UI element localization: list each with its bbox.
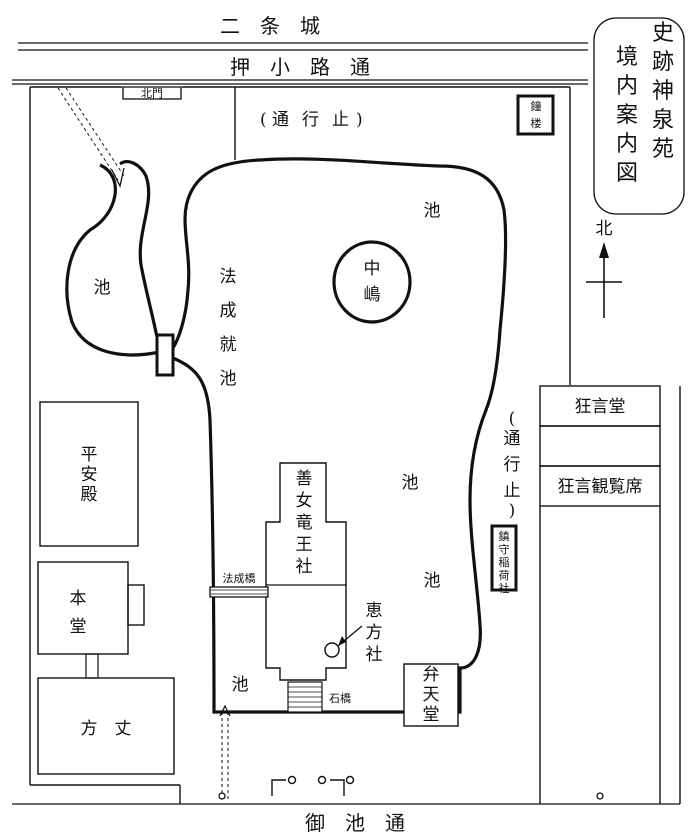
- ehou-3: 社: [366, 645, 383, 665]
- hojoju-1: 法: [220, 267, 237, 287]
- island-label-1: 中: [364, 259, 381, 279]
- closed-right-1: 通: [504, 429, 521, 449]
- hojoju-bridge: [209, 586, 269, 598]
- island-label-2: 嶋: [364, 285, 381, 305]
- inari-2: 守: [499, 542, 510, 556]
- stone-bridge: [287, 681, 323, 713]
- ehou-1: 恵: [366, 601, 383, 621]
- main-hall-annex: [127, 584, 145, 626]
- hondou-1: 本: [70, 589, 87, 609]
- north-arrow: 北: [586, 219, 622, 318]
- inari-shrine: [490, 524, 518, 592]
- title-line-2: 境内案内図: [616, 45, 640, 186]
- stone-bridge-label: 石橋: [329, 691, 351, 705]
- main-pond-hojoju: [171, 157, 508, 714]
- oike-street-label: 御 池 通: [305, 811, 405, 835]
- pond-label-se: 池: [424, 571, 441, 591]
- north-label: 北: [596, 219, 613, 239]
- closed-top-1: 通: [272, 110, 289, 130]
- hojo-label: 方 丈: [81, 719, 132, 739]
- kyogen-hall-label: 狂言堂: [575, 397, 626, 417]
- central-island: [332, 240, 412, 324]
- zennyo-5: 社: [296, 557, 313, 577]
- hojo: [37, 677, 175, 775]
- north-arrow-head: [599, 242, 609, 258]
- hojoju-4: 池: [220, 369, 237, 389]
- closed-top-2: 行: [302, 110, 319, 130]
- street-lines: [12, 42, 680, 805]
- entrance-arrow-top-head: [111, 167, 125, 188]
- oshikoji-street-label: 押 小 路 通: [230, 55, 370, 79]
- zennyo-3: 竜: [296, 513, 313, 533]
- inari-4: 荷: [499, 569, 510, 582]
- closed-top-label: ( 通 行 止 ): [260, 110, 363, 130]
- closed-top-close: ): [356, 110, 363, 130]
- closed-right-2: 行: [504, 455, 521, 475]
- heian-den: [39, 401, 139, 547]
- closed-top-open: (: [260, 110, 267, 130]
- bell-tower: [516, 94, 555, 136]
- ehou-2: 方: [366, 623, 383, 643]
- zennyo-ryuo-label: 善 女 竜 王 社: [296, 469, 313, 577]
- zennyo-ryuo-shrine: [265, 462, 347, 681]
- benten-3: 堂: [423, 705, 440, 725]
- closed-right-box: [488, 408, 534, 520]
- entrance-arrow-bottom: [221, 712, 229, 800]
- inari-3: 稲: [499, 556, 510, 569]
- closed-right-open: (: [509, 409, 516, 429]
- bell-tower-label-2: 楼: [531, 116, 542, 130]
- hojoju-pond-label: 法 成 就 池: [220, 267, 237, 389]
- hojoju-3: 就: [220, 335, 237, 355]
- closed-right-3: 止: [504, 481, 521, 501]
- corner-post-left: [218, 792, 226, 800]
- pond-label-center: 池: [402, 473, 419, 493]
- zennyo-1: 善: [296, 469, 313, 489]
- closed-top-3: 止: [332, 110, 349, 130]
- benten-hall: [403, 663, 459, 727]
- title-text: 史跡神泉苑 境内案内図: [616, 21, 676, 186]
- south-gate: [271, 775, 355, 796]
- hojoju-bridge-label: 法成橋: [223, 571, 256, 585]
- nijo-castle-label: 二 条 城: [220, 14, 320, 38]
- ehou-shrine-marker: [324, 642, 340, 658]
- sluice-gate: [155, 333, 175, 377]
- heian-3: 殿: [81, 485, 98, 505]
- main-hall-label: 本 堂: [70, 589, 87, 637]
- zennyo-2: 女: [296, 491, 313, 511]
- inari-1: 鎮: [499, 529, 510, 543]
- inari-5: 社: [499, 581, 510, 595]
- corridor: [85, 653, 99, 679]
- precinct-boundary: [29, 86, 571, 804]
- pond-label-ne: 池: [424, 201, 441, 221]
- west-pond-label: 池: [94, 278, 111, 298]
- north-gate: [122, 86, 182, 100]
- inari-shrine-label: 鎮 守 稲 荷 社: [499, 529, 510, 595]
- north-gate-label: 北門: [141, 87, 163, 100]
- kyogen-seats-label: 狂言観覧席: [558, 477, 643, 497]
- bell-tower-label-1: 鐘: [531, 99, 542, 113]
- corner-post-right: [596, 792, 604, 800]
- benten-1: 弁: [423, 665, 440, 685]
- west-pond: [65, 160, 162, 357]
- heian-den-label: 平 安 殿: [81, 445, 98, 505]
- title-box: [593, 17, 685, 215]
- entrance-arrow-top: [57, 87, 125, 181]
- benten-hall-label: 弁 天 堂: [423, 665, 440, 725]
- title-line-1: 史跡神泉苑: [652, 21, 676, 162]
- closed-right-close: ): [509, 501, 516, 521]
- kyogen-complex: [539, 385, 681, 804]
- heian-2: 安: [81, 465, 98, 485]
- benten-2: 天: [423, 685, 440, 705]
- hondou-2: 堂: [70, 617, 87, 637]
- ehou-shrine-label: 恵 方 社: [366, 601, 383, 665]
- closed-right-label: ( 通 行 止 ): [504, 409, 521, 521]
- pond-label-south: 池: [232, 675, 249, 695]
- zennyo-4: 王: [296, 535, 313, 555]
- hojoju-2: 成: [220, 301, 237, 321]
- heian-1: 平: [81, 445, 98, 465]
